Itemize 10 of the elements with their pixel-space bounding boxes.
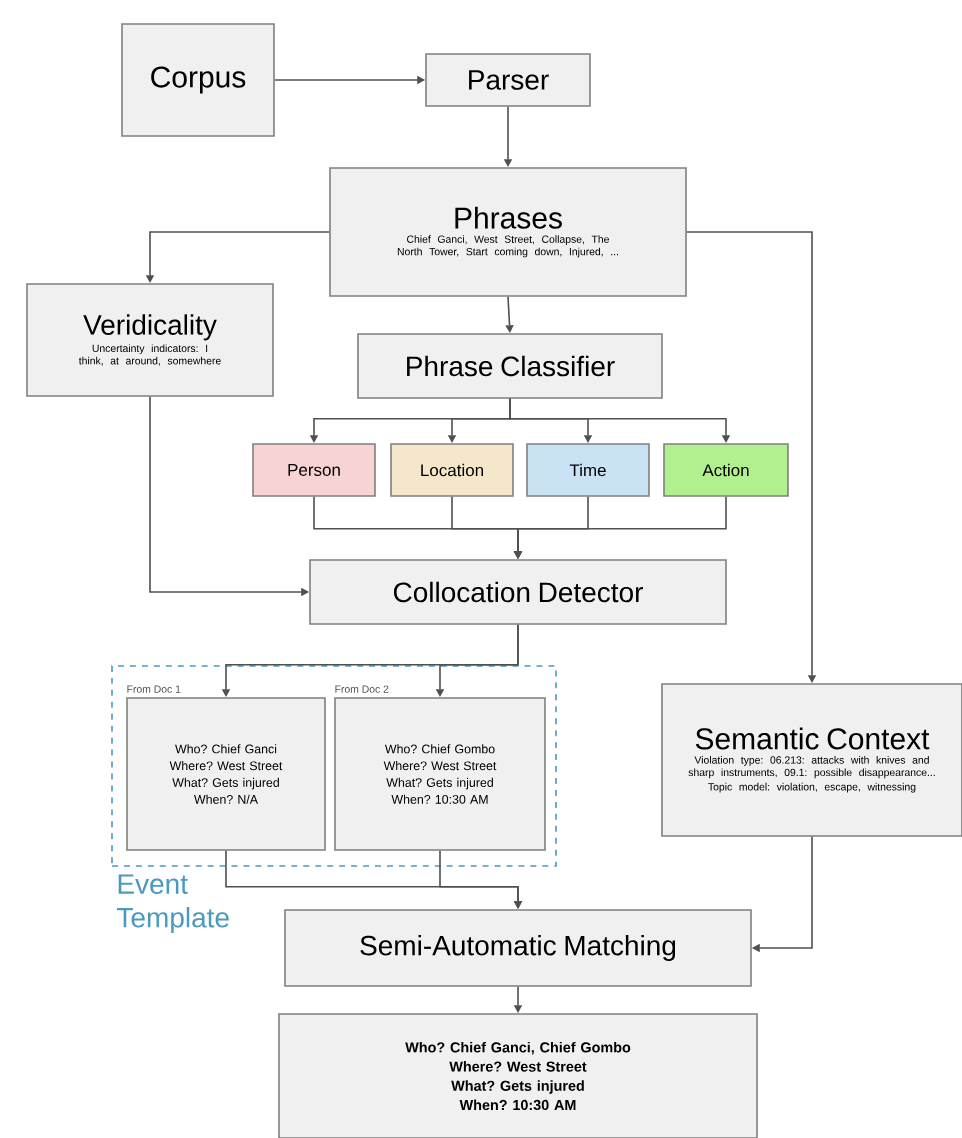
process-box: Parser xyxy=(425,53,591,107)
category-box: Action xyxy=(663,443,789,497)
group-label: Event Template xyxy=(117,874,229,934)
process-box: Phrase Classifier xyxy=(357,333,663,399)
process-box: Collocation Detector xyxy=(309,559,727,625)
category-box: Location xyxy=(390,443,514,497)
process-box: Corpus xyxy=(121,23,275,137)
process-box: Semi-Automatic Matching xyxy=(284,909,752,987)
category-box: Person xyxy=(252,443,376,497)
category-box: Time xyxy=(526,443,650,497)
